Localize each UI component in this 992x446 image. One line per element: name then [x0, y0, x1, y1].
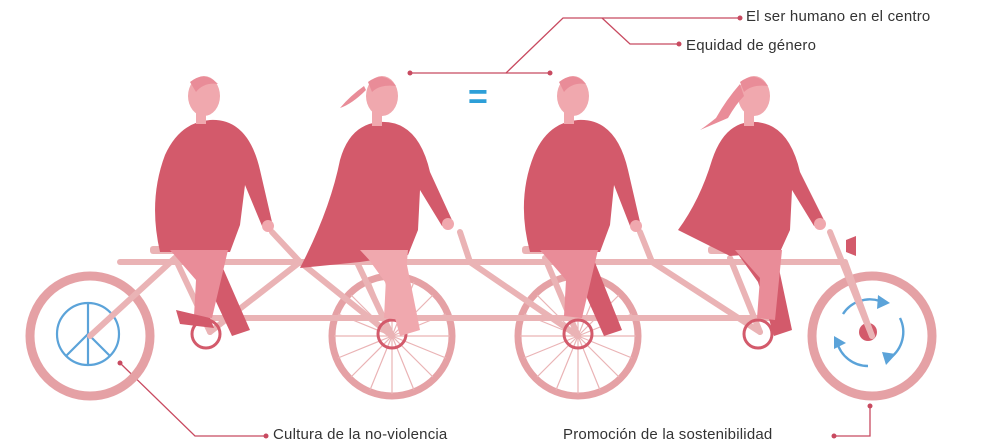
- chainrings: [190, 318, 774, 350]
- rider-4: [678, 76, 826, 336]
- label-human-center: El ser humano en el centro: [746, 8, 931, 25]
- rider-1: [155, 76, 274, 336]
- label-non-violence: Cultura de la no-violencia: [273, 426, 448, 443]
- callout-non-violence: [119, 362, 266, 437]
- wheel-rear: [25, 271, 155, 401]
- label-gender-equity: Equidad de género: [686, 37, 817, 54]
- rider-2: [300, 76, 454, 336]
- callout-gender-equity: [601, 17, 679, 45]
- saddles: [150, 246, 752, 254]
- callout-sustainability: [834, 406, 871, 437]
- callout-human-center: [410, 17, 740, 74]
- callout-dots: [117, 15, 873, 439]
- label-sustainability: Promoción de la sostenibilidad: [563, 426, 773, 443]
- callout-lines: [119, 17, 871, 437]
- equals-sign: =: [468, 78, 488, 116]
- recycle-arrowheads: [834, 295, 896, 365]
- handlebars: [846, 236, 856, 256]
- rider-3: [523, 76, 642, 336]
